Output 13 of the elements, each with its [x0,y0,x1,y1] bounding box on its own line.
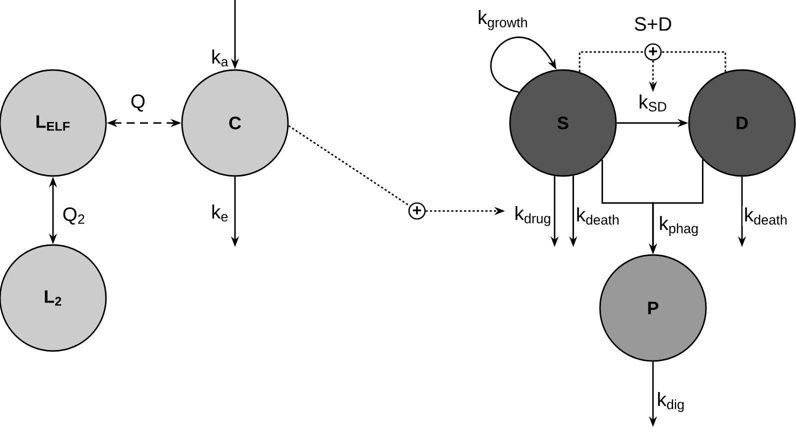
edge-label: k$_{death}$ [574,206,622,226]
edge-label: Q$_{2}$ [61,206,87,226]
edge-label: k$_{phag}$ [657,214,701,238]
edge-label: k$_{e}$ [210,203,230,223]
node-caption: S+D [634,17,672,31]
edge-label: k$_{drug}$ [512,204,554,228]
edge-label: k$_{death}$ [742,206,790,226]
edge-label: k$_{SD}$ [637,93,669,113]
edge-label: k$_{growth}$ [476,8,530,32]
edge-label: Q [129,93,147,113]
arrow [490,36,556,93]
edge-label: k$_{dig}$ [655,390,687,414]
edge-label: k$_{a}$ [210,48,230,68]
